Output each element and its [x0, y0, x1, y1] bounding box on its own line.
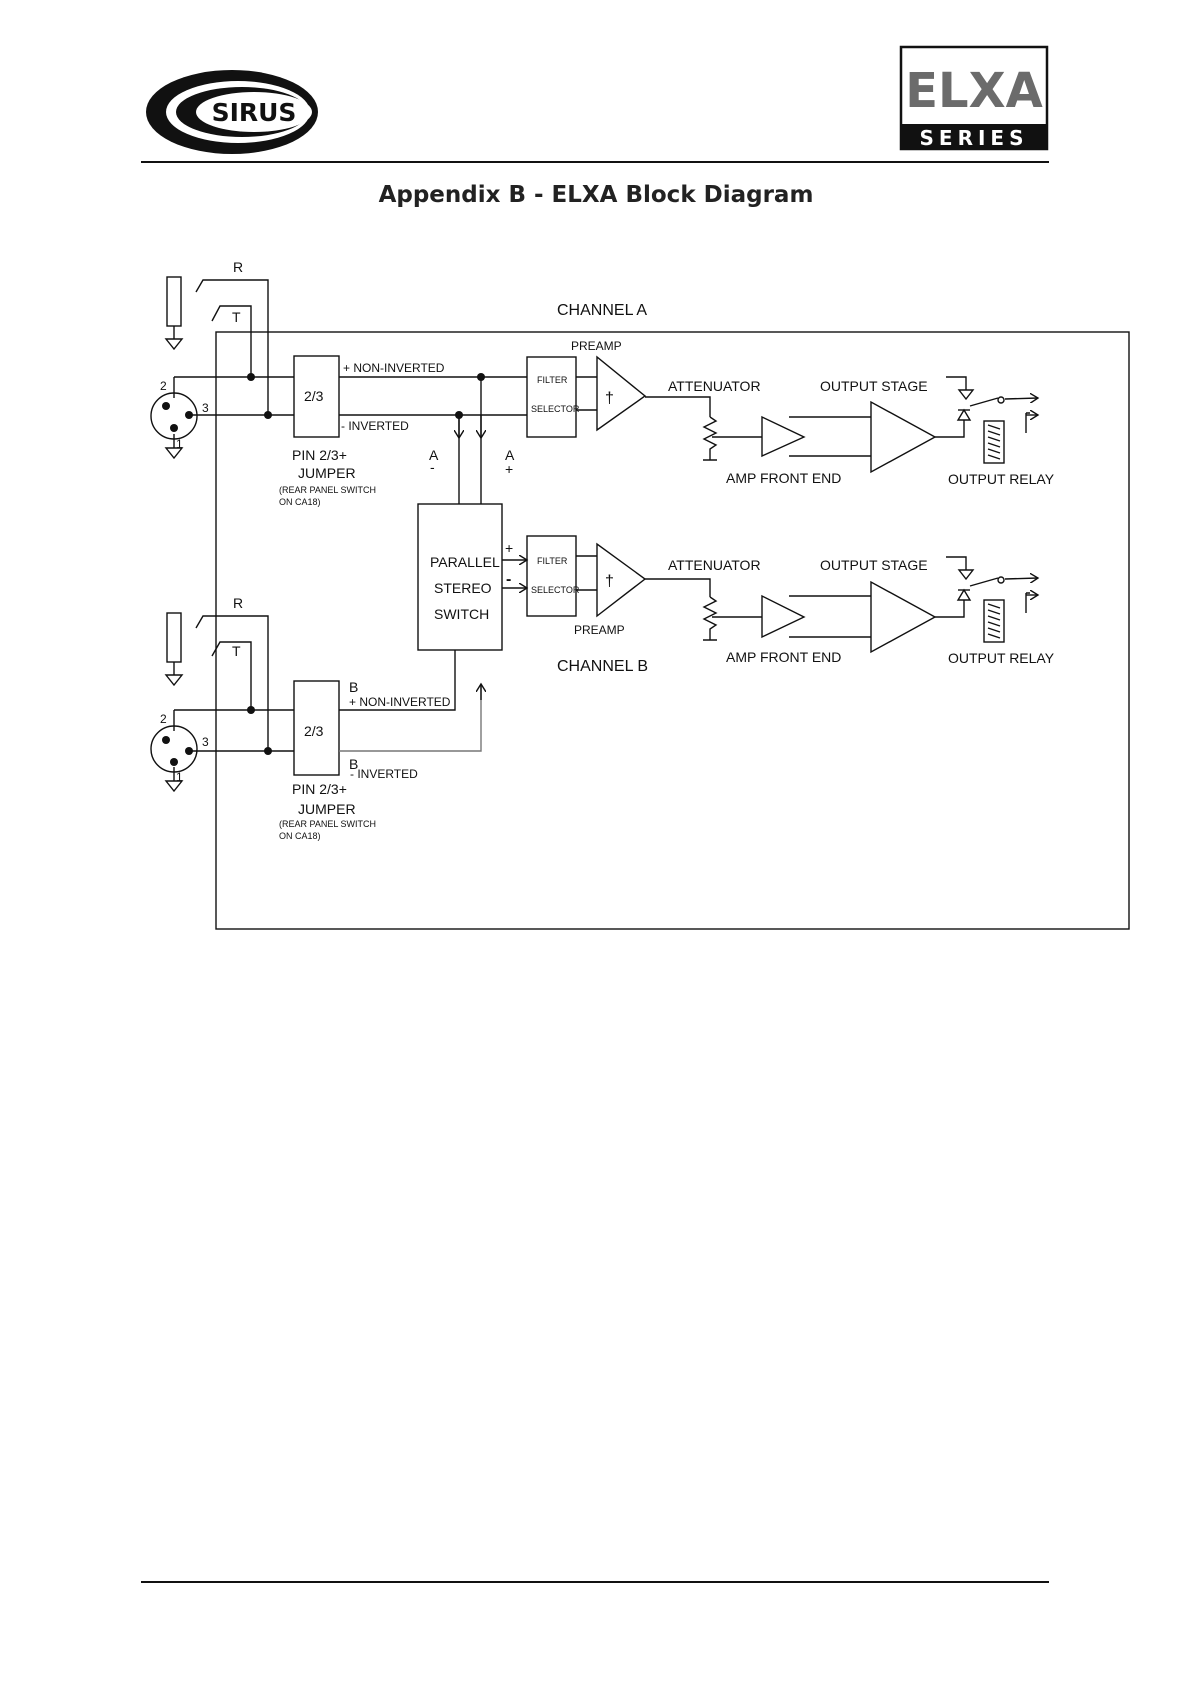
jumper-a-note-1: (REAR PANEL SWITCH	[279, 485, 376, 495]
jack-b-tip-label: T	[232, 643, 241, 659]
jack-a-ground-icon	[164, 338, 184, 351]
attenuator-b-label: ATTENUATOR	[668, 557, 761, 573]
jumper-b-note-2: ON CA18)	[279, 831, 321, 841]
jack-a-ring-label: R	[233, 259, 243, 275]
badge-elxa-text: ELXA	[905, 63, 1043, 119]
attenuator-a-label: ATTENUATOR	[668, 378, 761, 394]
jumper-a-block-label: 2/3	[304, 388, 324, 404]
logo-text: SIRUS	[212, 98, 297, 127]
amp-front-end-a-triangle	[761, 415, 806, 458]
switch-plus-label: +	[505, 540, 513, 556]
preamp-a-label: PREAMP	[571, 339, 622, 353]
output-relay-a-label: OUTPUT RELAY	[948, 471, 1055, 487]
filter-b-label-1: FILTER	[537, 556, 568, 566]
a-minus-letter: A	[429, 447, 439, 463]
preamp-b-label: PREAMP	[574, 623, 625, 637]
sirus-logo: SIRUS	[146, 70, 318, 154]
preamp-b-triangle	[596, 542, 647, 618]
jack-b-plug-icon	[166, 612, 182, 663]
channel-a-title: CHANNEL A	[557, 302, 647, 319]
jumper-a-label-1: PIN 2/3+	[292, 447, 347, 463]
channel-b-lower-letter: B	[349, 756, 358, 772]
jack-b-ground-icon	[164, 674, 184, 687]
xlr-b-ground-icon	[164, 780, 184, 793]
preamp-b-symbol: †	[605, 573, 614, 590]
attenuator-a-icon	[702, 416, 718, 461]
channel-a-non-inverted-label: + NON-INVERTED	[343, 361, 445, 375]
output-relay-b-label: OUTPUT RELAY	[948, 650, 1055, 666]
jumper-a-label-2: JUMPER	[298, 465, 356, 481]
jumper-a-block	[293, 355, 340, 438]
jack-a-tip-label: T	[232, 309, 241, 325]
a-minus-sign: -	[430, 459, 435, 475]
xlr-a-ground-icon	[164, 447, 184, 460]
jumper-b-label-2: JUMPER	[298, 801, 356, 817]
relay-b-coil-icon	[983, 599, 1005, 643]
jack-b-ring-label: R	[233, 595, 243, 611]
jumper-b-label-1: PIN 2/3+	[292, 781, 347, 797]
amp-front-end-a-label: AMP FRONT END	[726, 470, 841, 486]
a-plus-sign: +	[505, 461, 513, 477]
attenuator-b-icon	[702, 596, 718, 641]
xlr-a-pin3-label: 3	[202, 401, 209, 415]
filter-selector-a	[526, 356, 577, 438]
channel-b-title: CHANNEL B	[557, 658, 648, 675]
jumper-b-block-label: 2/3	[304, 723, 324, 739]
xlr-a-pin1-label: 1	[176, 437, 183, 451]
switch-label-1: PARALLEL	[430, 554, 500, 570]
channel-b-non-inverted-label: + NON-INVERTED	[349, 695, 451, 709]
preamp-a-symbol: †	[605, 390, 614, 407]
preamp-a-triangle	[596, 355, 647, 432]
amp-front-end-b-label: AMP FRONT END	[726, 649, 841, 665]
switch-minus-label: -	[506, 571, 511, 588]
parallel-stereo-switch	[417, 503, 503, 651]
elxa-series-badge: ELXA SERIES	[899, 45, 1049, 151]
channel-b-upper-letter: B	[349, 679, 358, 695]
filter-b-label-2: SELECTOR	[531, 585, 580, 595]
jack-a-plug-icon	[166, 276, 182, 327]
jumper-b-note-1: (REAR PANEL SWITCH	[279, 819, 376, 829]
filter-a-label-2: SELECTOR	[531, 404, 580, 414]
header-rule	[141, 161, 1049, 163]
badge-series-text: SERIES	[920, 126, 1029, 150]
amp-front-end-b-triangle	[761, 594, 806, 639]
xlr-b-pin2-label: 2	[160, 712, 167, 726]
switch-label-2: STEREO	[434, 580, 492, 596]
output-stage-b-label: OUTPUT STAGE	[820, 557, 928, 573]
xlr-b-pin1-label: 1	[176, 770, 183, 784]
filter-selector-b	[526, 535, 577, 617]
switch-label-3: SWITCH	[434, 606, 489, 622]
relay-a-coil-icon	[983, 420, 1005, 464]
amplifier-enclosure	[215, 331, 1130, 930]
relay-a-triangle-icon	[956, 408, 972, 421]
footer-rule	[141, 1581, 1049, 1583]
channel-a-inverted-label: - INVERTED	[341, 419, 409, 433]
relay-b-triangle-icon	[956, 588, 972, 601]
output-stage-a-triangle	[870, 400, 937, 474]
page-title: Appendix B - ELXA Block Diagram	[378, 182, 814, 208]
xlr-b-pin3-label: 3	[202, 735, 209, 749]
a-plus-letter: A	[505, 447, 515, 463]
channel-b-inverted-label: - INVERTED	[350, 767, 418, 781]
jumper-a-note-2: ON CA18)	[279, 497, 321, 507]
jumper-b-block	[293, 680, 340, 776]
junction-dots	[162, 373, 485, 766]
output-stage-b-triangle	[870, 580, 937, 654]
output-stage-a-label: OUTPUT STAGE	[820, 378, 928, 394]
xlr-a-pin2-label: 2	[160, 379, 167, 393]
filter-a-label-1: FILTER	[537, 375, 568, 385]
